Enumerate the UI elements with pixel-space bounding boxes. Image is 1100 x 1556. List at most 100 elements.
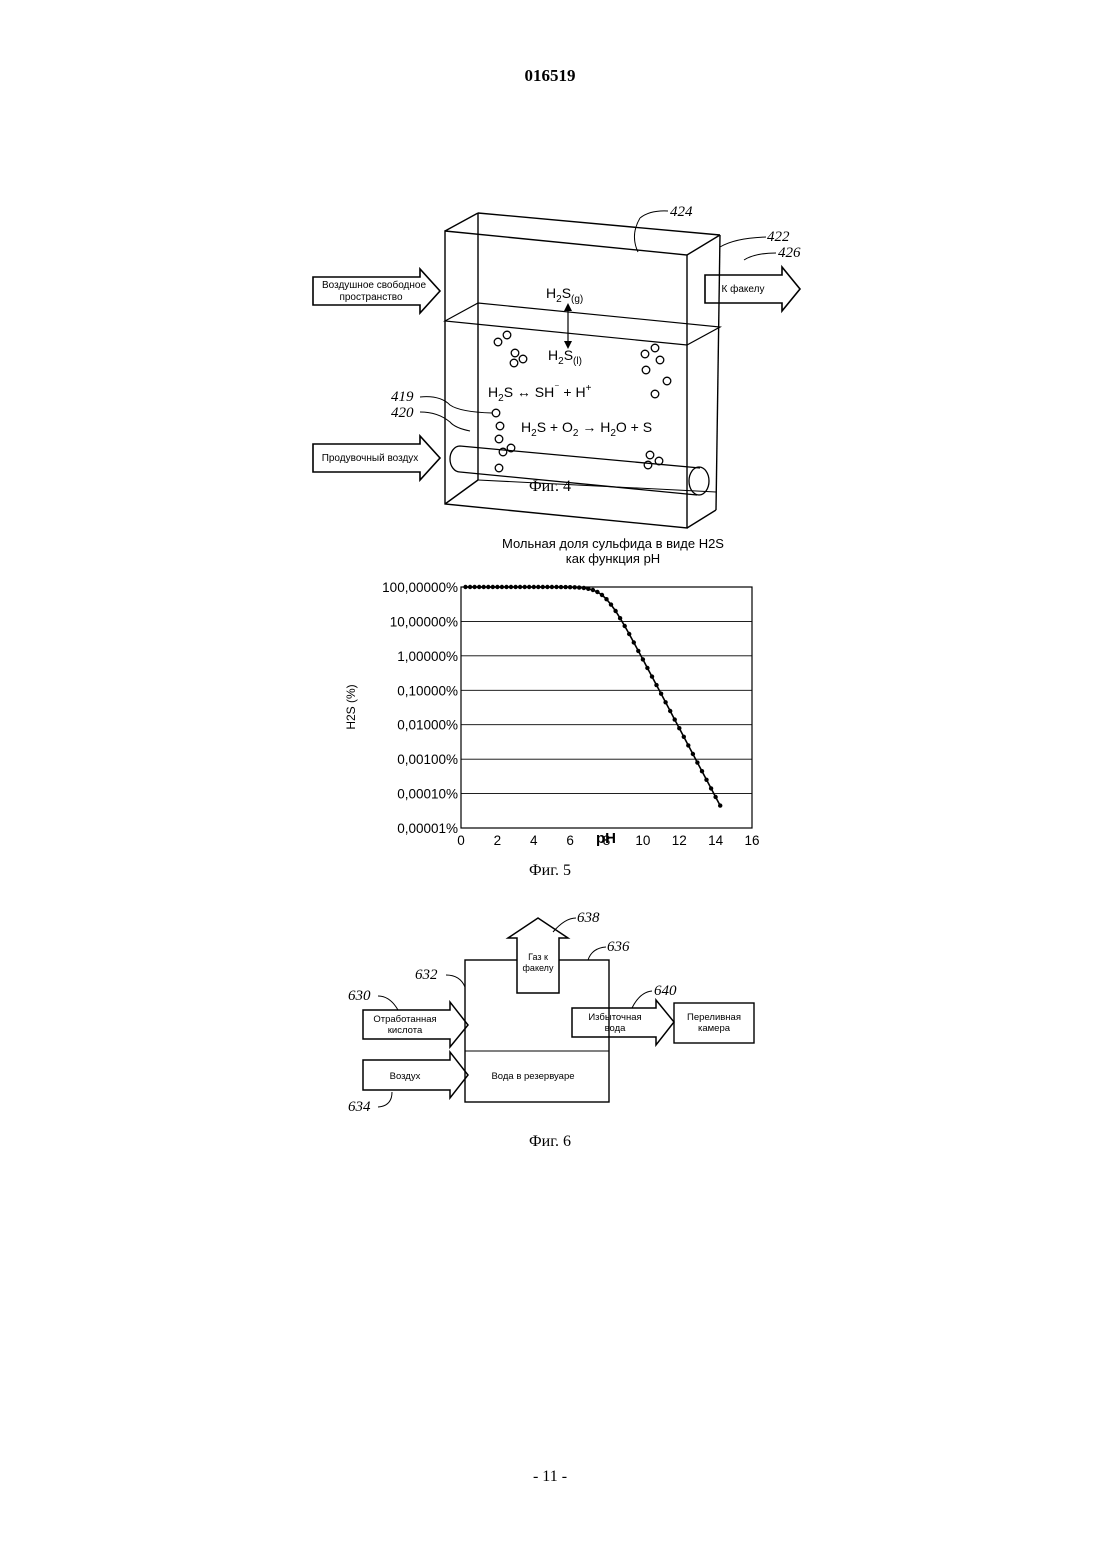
headspace-label-2: пространство: [339, 292, 403, 303]
data-point: [568, 585, 572, 589]
data-point: [477, 585, 481, 589]
data-point: [600, 593, 604, 597]
data-point: [659, 692, 663, 696]
x-tick-label: 0: [457, 833, 465, 848]
ref-420: 420: [391, 405, 414, 421]
x-tick-label: 12: [672, 833, 687, 848]
ref-638: 638: [577, 910, 600, 926]
water-surface: [445, 303, 720, 345]
overflow-chamber-label-2: камера: [698, 1023, 731, 1034]
data-point: [691, 752, 695, 756]
data-point: [532, 585, 536, 589]
data-point: [527, 585, 531, 589]
data-point: [650, 674, 654, 678]
data-point: [513, 585, 517, 589]
data-point: [609, 602, 613, 606]
data-point: [604, 597, 608, 601]
plot-area: [461, 587, 752, 828]
headspace-label-1: Воздушное свободное: [322, 279, 427, 291]
document-number: 016519: [0, 66, 1100, 86]
y-tick-label: 1,00000%: [397, 649, 458, 664]
data-point: [472, 585, 476, 589]
headspace-arrow: [313, 269, 440, 313]
excess-water-label-1: Избыточная: [588, 1012, 641, 1023]
data-point: [704, 778, 708, 782]
oxidation-equation: H2S + O2 → H2O + S: [521, 419, 652, 439]
h2s-gas-label: H2S(g): [546, 285, 583, 305]
fig6-diagram: 638 636 632 630 640 634 Газ к факелу Отр…: [0, 905, 1100, 1135]
data-point: [718, 803, 722, 807]
spent-acid-label-2: кислота: [388, 1025, 423, 1036]
data-point: [613, 609, 617, 613]
data-point: [627, 632, 631, 636]
data-point: [518, 585, 522, 589]
y-axis-label: H2S (%): [344, 684, 358, 729]
data-point: [500, 585, 504, 589]
data-point: [563, 585, 567, 589]
x-tick-label: 4: [530, 833, 538, 848]
y-tick-label: 10,00000%: [390, 614, 458, 629]
data-point: [591, 588, 595, 592]
excess-water-label-2: вода: [605, 1023, 627, 1034]
x-tick-label: 2: [494, 833, 502, 848]
x-tick-label: 14: [708, 833, 724, 848]
series-points: [463, 585, 722, 808]
data-point: [577, 585, 581, 589]
data-point: [713, 795, 717, 799]
x-tick-label: 6: [566, 833, 574, 848]
ref-630: 630: [348, 988, 371, 1004]
ref-426: 426: [778, 245, 801, 261]
data-point: [632, 640, 636, 644]
y-tick-label: 0,00001%: [397, 821, 458, 836]
chart-title: Мольная доля сульфида в виде H2S: [502, 536, 724, 551]
fig4-caption: Фиг. 4: [0, 478, 1100, 496]
data-point: [509, 585, 513, 589]
page-number: - 11 -: [0, 1468, 1100, 1486]
overflow-chamber-label-1: Переливная: [687, 1012, 741, 1023]
data-point: [623, 624, 627, 628]
y-tick-label: 0,01000%: [397, 718, 458, 733]
gas-label-2: факелу: [523, 963, 554, 973]
fig5-caption: Фиг. 5: [0, 862, 1100, 880]
purge-air-label: Продувочный воздух: [322, 453, 419, 464]
ref-632: 632: [415, 967, 438, 983]
y-tick-labels: 100,00000%10,00000%1,00000%0,10000%0,010…: [382, 580, 458, 836]
x-tick-label: 16: [744, 833, 759, 848]
data-point: [677, 726, 681, 730]
data-point: [468, 585, 472, 589]
dissociation-equation: H2S ↔ SH⁻ + H+: [488, 383, 592, 404]
data-point: [463, 585, 467, 589]
fig6-caption: Фиг. 6: [0, 1133, 1100, 1151]
data-point: [573, 585, 577, 589]
data-point: [586, 587, 590, 591]
data-point: [645, 666, 649, 670]
ref-419: 419: [391, 389, 414, 405]
data-point: [695, 760, 699, 764]
data-point: [523, 585, 527, 589]
data-point: [559, 585, 563, 589]
data-point: [550, 585, 554, 589]
air-label: Воздух: [390, 1071, 421, 1082]
spent-acid-label-1: Отработанная: [373, 1014, 436, 1025]
data-point: [673, 717, 677, 721]
data-point: [709, 786, 713, 790]
gas-bubbles: [492, 331, 671, 472]
data-point: [686, 743, 690, 747]
data-point: [641, 657, 645, 661]
series-line: [466, 587, 721, 806]
x-tick-label: 10: [635, 833, 650, 848]
ref-424: 424: [670, 204, 693, 220]
data-point: [582, 586, 586, 590]
data-point: [541, 585, 545, 589]
fig5-chart: Мольная доля сульфида в виде H2S как фун…: [0, 530, 1100, 860]
reservoir-water-label: Вода в резервуаре: [491, 1071, 574, 1082]
ref-636: 636: [607, 939, 630, 955]
ref-422: 422: [767, 229, 790, 245]
data-point: [554, 585, 558, 589]
data-point: [486, 585, 490, 589]
y-tick-label: 100,00000%: [382, 580, 458, 595]
data-point: [504, 585, 508, 589]
data-point: [636, 649, 640, 653]
data-point: [595, 590, 599, 594]
